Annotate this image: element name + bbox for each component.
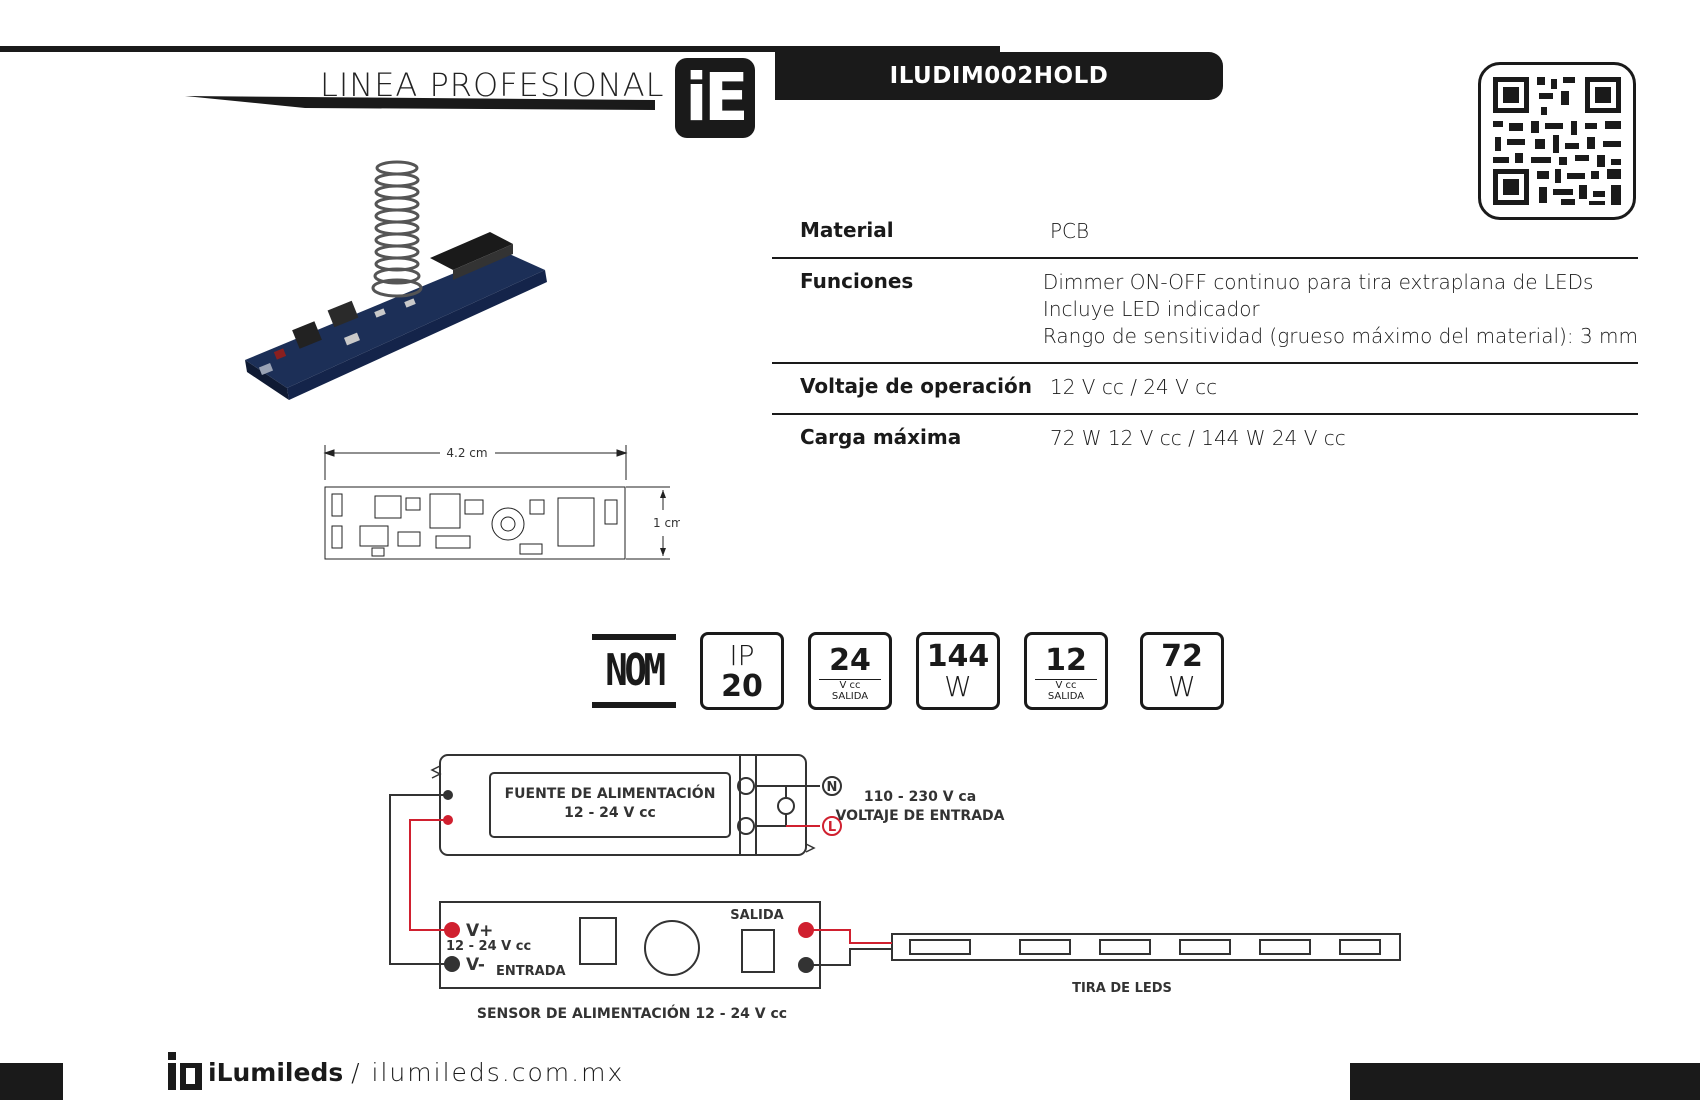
brand-name: iLumileds xyxy=(208,1058,344,1087)
spec-value: Dimmer ON-OFF continuo para tira extrapl… xyxy=(1043,269,1638,350)
spec-row-carga: Carga máxima 72 W 12 V cc / 144 W 24 V c… xyxy=(772,415,1638,464)
watt-unit: W xyxy=(1168,670,1196,703)
spec-value-line: Incluye LED indicador xyxy=(1042,297,1260,321)
spec-value-line: Rango de sensitividad (grueso máximo del… xyxy=(1042,324,1638,348)
voltage-output: SALIDA xyxy=(831,691,869,702)
sensor-caption: SENSOR DE ALIMENTACIÓN 12 - 24 V cc xyxy=(477,1004,787,1022)
v-plus-label: V+ xyxy=(466,921,493,941)
footer-bar-left xyxy=(0,1063,63,1100)
nom-text: NOM xyxy=(605,645,666,696)
spec-value-line: Dimmer ON-OFF continuo para tira extrapl… xyxy=(1042,270,1594,294)
voltage-value: 12 xyxy=(1045,643,1087,678)
voltage-value: 24 xyxy=(829,643,871,678)
l-label: L xyxy=(828,820,836,835)
led-strip xyxy=(891,933,1401,961)
spec-table: Material PCB Funciones Dimmer ON-OFF con… xyxy=(772,210,1638,464)
footer-brand: iLumileds / ilumileds.com.mx xyxy=(208,1058,624,1087)
brand-swoosh xyxy=(185,96,655,110)
spec-value-line: PCB xyxy=(1050,219,1090,243)
power-supply-box xyxy=(439,754,807,856)
strip-caption: TIRA DE LEDS xyxy=(1072,981,1172,996)
voltage-output: SALIDA xyxy=(1047,691,1085,702)
spec-key: Funciones xyxy=(800,269,914,293)
psu-voltage: 12 - 24 V cc xyxy=(564,805,656,821)
ip-value: 20 xyxy=(721,669,763,704)
psu-label: FUENTE DE ALIMENTACIÓN xyxy=(505,784,716,802)
sensor-box xyxy=(439,901,821,989)
ie-logo: iE xyxy=(675,58,755,138)
ip-label: IP xyxy=(729,639,755,672)
entrada-label: ENTRADA xyxy=(496,964,566,979)
spec-key: Carga máxima xyxy=(800,425,962,449)
ip-badge: IP 20 xyxy=(700,632,784,710)
watt-72-badge: 72 W xyxy=(1140,632,1224,710)
width-dimension: 4.2 cm xyxy=(446,446,487,460)
spec-value: PCB xyxy=(1050,218,1638,245)
spec-value-line: 72 W 12 V cc / 144 W 24 V cc xyxy=(1050,426,1346,450)
watt-unit: W xyxy=(944,670,972,703)
spec-row-voltaje: Voltaje de operación 12 V cc / 24 V cc xyxy=(772,364,1638,415)
voltage-12-badge: 12 V cc SALIDA xyxy=(1024,632,1108,710)
qr-pattern xyxy=(1493,77,1621,205)
watt-value: 72 xyxy=(1161,639,1203,674)
dimension-drawing: 4.2 cm 1 cm xyxy=(323,445,680,560)
spec-row-funciones: Funciones Dimmer ON-OFF continuo para ti… xyxy=(772,259,1638,364)
spec-value: 72 W 12 V cc / 144 W 24 V cc xyxy=(1050,425,1638,452)
input-voltage: 110 - 230 V ca xyxy=(864,789,976,805)
nom-badge: NOM xyxy=(592,634,676,710)
watt-value: 144 xyxy=(926,639,990,674)
spec-key: Voltaje de operación xyxy=(800,374,1032,398)
height-dimension: 1 cm xyxy=(653,516,680,530)
v-minus-label: V- xyxy=(466,955,485,975)
qr-code[interactable] xyxy=(1478,62,1636,220)
footer-bar-right xyxy=(1350,1063,1700,1100)
wiring-diagram: N L FUENTE DE ALIMENTACIÓN 12 - 24 V cc … xyxy=(389,754,1401,1022)
salida-label: SALIDA xyxy=(730,908,783,923)
product-code: ILUDIM002HOLD xyxy=(775,52,1223,100)
input-voltage-label: VOLTAJE DE ENTRADA xyxy=(836,808,1005,824)
sensor-voltage: 12 - 24 V cc xyxy=(446,939,531,954)
watt-144-badge: 144 W xyxy=(916,632,1000,710)
website-link[interactable]: / ilumileds.com.mx xyxy=(351,1058,625,1087)
spec-value-line: 12 V cc / 24 V cc xyxy=(1050,375,1218,399)
voltage-unit: V cc xyxy=(839,680,861,691)
voltage-24-badge: 24 V cc SALIDA xyxy=(808,632,892,710)
spec-key: Material xyxy=(800,218,894,242)
voltage-unit: V cc xyxy=(1055,680,1077,691)
spec-row-material: Material PCB xyxy=(772,210,1638,259)
n-label: N xyxy=(827,780,838,795)
ilumileds-logo-icon xyxy=(168,1052,202,1090)
top-rule xyxy=(0,46,1000,52)
product-photo xyxy=(245,160,547,400)
spec-value: 12 V cc / 24 V cc xyxy=(1050,374,1638,401)
